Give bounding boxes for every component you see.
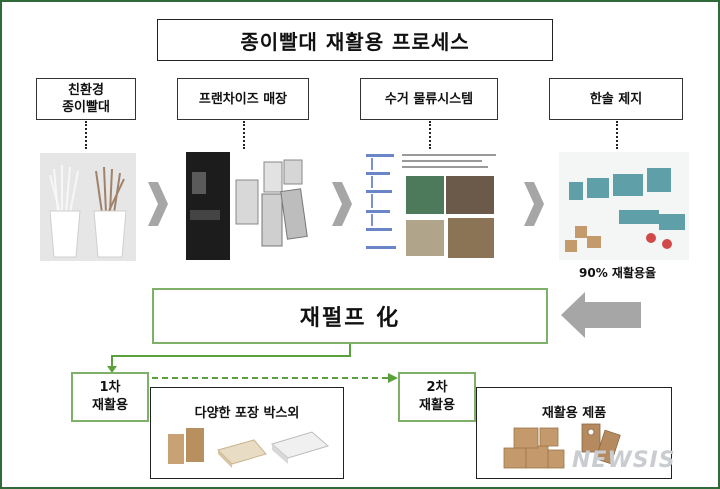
primary-to-secondary-arrow bbox=[152, 373, 398, 383]
chevron-right-icon bbox=[524, 182, 544, 226]
step-eco-straw-line2: 종이빨대 bbox=[62, 100, 110, 115]
packaging-boxes-image bbox=[162, 422, 332, 472]
pulp-to-primary-connector bbox=[107, 344, 351, 373]
secondary-products-title: 재활용 제품 bbox=[541, 406, 607, 421]
repulp-box: 재펄프 化 bbox=[152, 288, 548, 344]
logistics-image bbox=[362, 150, 498, 262]
recycle-rate-label: 90% 재활용율 bbox=[579, 266, 657, 280]
primary-recycle-box: 1차 재활용 bbox=[71, 372, 149, 422]
paper-straws-image bbox=[40, 153, 136, 261]
primary-recycle-line2: 재활용 bbox=[92, 398, 128, 413]
step-eco-straw-line1: 친환경 bbox=[68, 83, 104, 98]
recycled-products-image bbox=[500, 418, 628, 474]
primary-recycle-line1: 1차 bbox=[99, 380, 121, 395]
newsis-watermark: NEWSIS bbox=[572, 448, 676, 473]
connector-3 bbox=[429, 121, 431, 149]
straw-crusher-image bbox=[184, 150, 308, 262]
arrow-left-icon bbox=[561, 292, 641, 338]
connector-2 bbox=[243, 121, 245, 149]
secondary-recycle-line1: 2차 bbox=[426, 380, 448, 395]
chevron-right-icon bbox=[148, 182, 168, 226]
secondary-recycle-line2: 재활용 bbox=[419, 398, 455, 413]
step-hansol-paper: 한솔 제지 bbox=[549, 78, 683, 120]
connector-1 bbox=[85, 121, 87, 149]
chevron-right-icon bbox=[332, 182, 352, 226]
step-eco-straw: 친환경 종이빨대 bbox=[36, 78, 136, 120]
primary-products-title: 다양한 포장 박스외 bbox=[194, 406, 300, 421]
connector-4 bbox=[616, 121, 618, 149]
paper-mill-image bbox=[559, 152, 689, 260]
secondary-recycle-box: 2차 재활용 bbox=[398, 372, 476, 422]
page-title: 종이빨대 재활용 프로세스 bbox=[157, 19, 553, 61]
step-logistics: 수거 물류시스템 bbox=[360, 78, 498, 120]
step-franchise: 프랜차이즈 매장 bbox=[177, 78, 309, 120]
